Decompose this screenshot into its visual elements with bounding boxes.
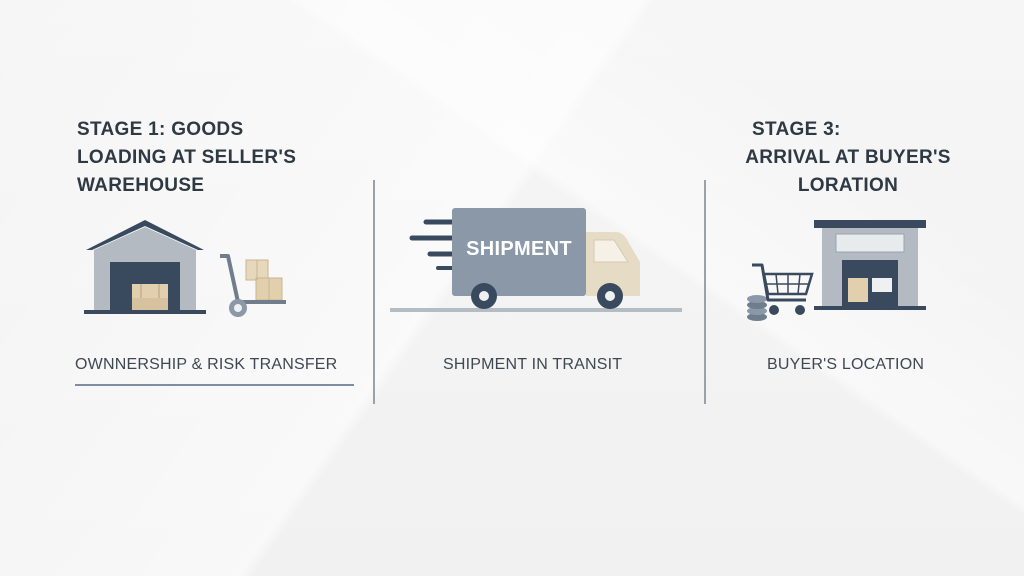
stage-3-title: STAGE 3: ARRIVAL AT BUYER'S LORATION [742, 116, 954, 200]
shopping-cart-icon [752, 263, 814, 315]
coin-stack-icon [747, 295, 767, 321]
stage-3-title-line-1: STAGE 3: [752, 119, 841, 140]
hand-truck-icon [220, 254, 286, 317]
truck-label: SHIPMENT [466, 238, 572, 260]
stage-1-title-line-1: STAGE 1: GOODS [77, 119, 244, 140]
divider-right [704, 180, 706, 404]
delivery-truck-icon [390, 208, 682, 312]
stage-3-caption: BUYER'S LOCATION [767, 356, 925, 373]
stage-1-title: STAGE 1: GOODS LOADING AT SELLER'S WAREH… [77, 116, 296, 200]
stage-1-caption: OWNNERSHIP & RISK TRANSFER [75, 356, 338, 373]
stage-3-title-line-2: ARRIVAL AT BUYER'S [745, 147, 951, 168]
stage-1-title-line-3: WAREHOUSE [77, 175, 205, 196]
stage-3-title-line-3: LORATION [797, 175, 899, 196]
stage-1-caption-underline [75, 384, 354, 386]
warehouse-icon [84, 220, 206, 314]
stage-1-title-line-2: LOADING AT SELLER'S [77, 147, 297, 168]
divider-left [373, 180, 375, 404]
store-icon [814, 220, 926, 310]
stage-2-caption: SHIPMENT IN TRANSIT [443, 356, 623, 373]
